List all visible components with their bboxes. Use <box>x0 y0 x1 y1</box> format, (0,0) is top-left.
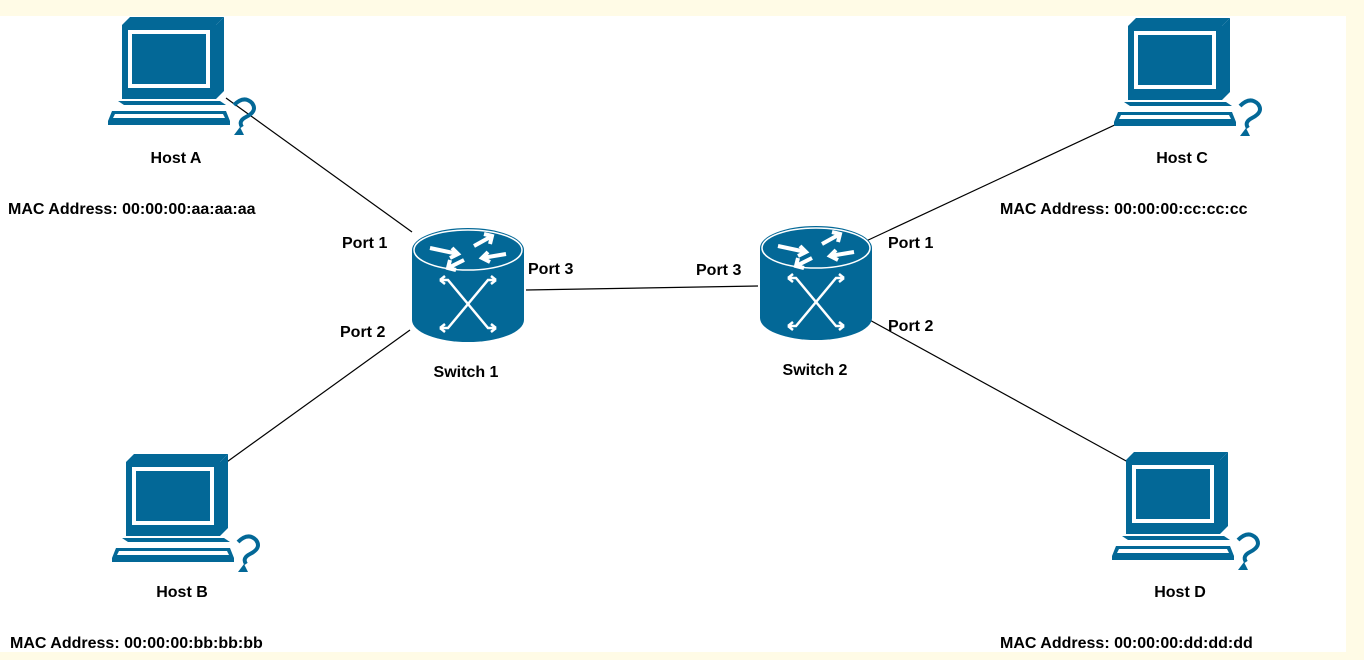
link-host-a-switch-1 <box>225 97 413 233</box>
switch-1-port-2: Port 2 <box>340 324 385 341</box>
host-a-mac: MAC Address: 00:00:00:aa:aa:aa <box>8 201 256 218</box>
switch-1[interactable]: Switch 1 Port 1 Port 2 Port 3 <box>340 226 573 381</box>
host-c[interactable]: Host C MAC Address: 00:00:00:cc:cc:cc <box>1000 16 1262 218</box>
host-d-name: Host D <box>1154 584 1206 601</box>
host-a[interactable]: Host A MAC Address: 00:00:00:aa:aa:aa <box>8 15 256 218</box>
link-host-c-switch-2 <box>863 115 1135 243</box>
link-host-d-switch-2 <box>865 317 1129 463</box>
host-d-mac: MAC Address: 00:00:00:dd:dd:dd <box>1000 635 1253 652</box>
link-host-b-switch-1 <box>223 329 411 465</box>
switch-1-name: Switch 1 <box>434 364 499 381</box>
switch-2-port-2: Port 2 <box>888 318 933 335</box>
host-a-name: Host A <box>151 150 202 167</box>
host-c-mac: MAC Address: 00:00:00:cc:cc:cc <box>1000 201 1248 218</box>
host-b-name: Host B <box>156 584 208 601</box>
host-b[interactable]: Host B MAC Address: 00:00:00:bb:bb:bb <box>10 452 263 652</box>
switch-2[interactable]: Switch 2 Port 1 Port 2 Port 3 <box>696 224 933 379</box>
host-d[interactable]: Host D MAC Address: 00:00:00:dd:dd:dd <box>1000 450 1260 652</box>
switch-2-name: Switch 2 <box>783 362 848 379</box>
switch-icon <box>410 226 526 344</box>
link-switch-1-switch-2 <box>525 285 759 291</box>
switch-icon <box>758 224 874 342</box>
switch-1-port-1: Port 1 <box>342 235 387 252</box>
host-b-mac: MAC Address: 00:00:00:bb:bb:bb <box>10 635 263 652</box>
switch-2-port-1: Port 1 <box>888 235 933 252</box>
switch-2-port-3: Port 3 <box>696 262 741 279</box>
switch-1-port-3: Port 3 <box>528 261 573 278</box>
host-c-name: Host C <box>1156 150 1208 167</box>
